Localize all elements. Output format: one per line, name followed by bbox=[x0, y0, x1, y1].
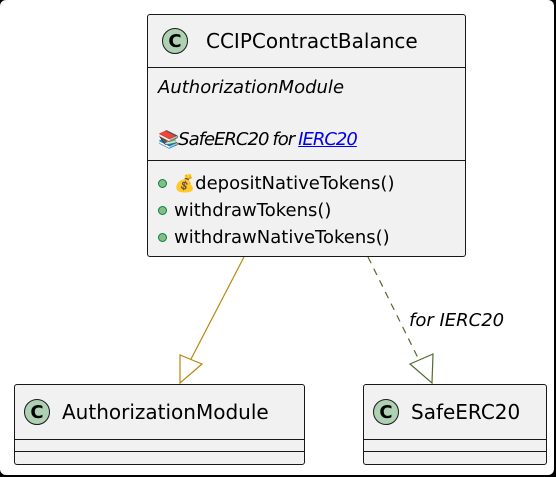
money-bag-icon: 💰 bbox=[174, 173, 196, 194]
class-stereotype-icon: C bbox=[373, 399, 399, 425]
class-authorizationmodule[interactable]: C AuthorizationModule bbox=[14, 384, 305, 465]
method-name: withdrawTokens() bbox=[174, 200, 332, 221]
method-row: withdrawTokens() bbox=[158, 197, 394, 224]
edge-label: for IERC20 bbox=[409, 310, 505, 331]
method-row: withdrawNativeTokens() bbox=[158, 224, 394, 251]
class-name: CCIPContractBalance bbox=[206, 29, 418, 53]
field-for: for bbox=[272, 129, 295, 150]
divider bbox=[148, 160, 465, 161]
method-name: depositNativeTokens() bbox=[195, 173, 395, 194]
class-name: SafeERC20 bbox=[411, 400, 521, 424]
public-method-icon bbox=[158, 179, 167, 188]
divider bbox=[15, 439, 304, 440]
method-name: withdrawNativeTokens() bbox=[174, 227, 390, 248]
class-header: C CCIPContractBalance bbox=[148, 15, 465, 67]
divider bbox=[148, 67, 465, 68]
dependency-edge bbox=[367, 256, 420, 361]
inheritance-arrowhead bbox=[179, 354, 204, 385]
divider bbox=[364, 439, 546, 440]
class-safeerc20[interactable]: C SafeERC20 bbox=[363, 384, 547, 465]
dependency-arrowhead bbox=[408, 353, 434, 385]
class-name: AuthorizationModule bbox=[62, 400, 269, 424]
class-ccipcontractbalance[interactable]: C CCIPContractBalance AuthorizationModul… bbox=[147, 14, 466, 257]
method-row: 💰 depositNativeTokens() bbox=[158, 170, 394, 197]
class-stereotype-icon: C bbox=[162, 28, 188, 54]
class-header: C SafeERC20 bbox=[364, 385, 546, 439]
field-parent: AuthorizationModule bbox=[158, 77, 345, 98]
public-method-icon bbox=[158, 206, 167, 215]
public-method-icon bbox=[158, 233, 167, 242]
divider bbox=[15, 451, 304, 452]
books-icon: 📚 bbox=[158, 129, 179, 150]
class-header: C AuthorizationModule bbox=[15, 385, 304, 439]
fields-section: AuthorizationModule 📚 SafeERC20 for IERC… bbox=[158, 77, 358, 150]
inheritance-edge bbox=[189, 256, 245, 362]
divider bbox=[364, 451, 546, 452]
class-stereotype-icon: C bbox=[24, 399, 50, 425]
field-prefix: SafeERC20 bbox=[178, 129, 269, 150]
field-using: 📚 SafeERC20 for IERC20 bbox=[158, 129, 358, 150]
ierc20-link[interactable]: IERC20 bbox=[298, 129, 358, 150]
methods-section: 💰 depositNativeTokens() withdrawTokens()… bbox=[158, 170, 394, 251]
